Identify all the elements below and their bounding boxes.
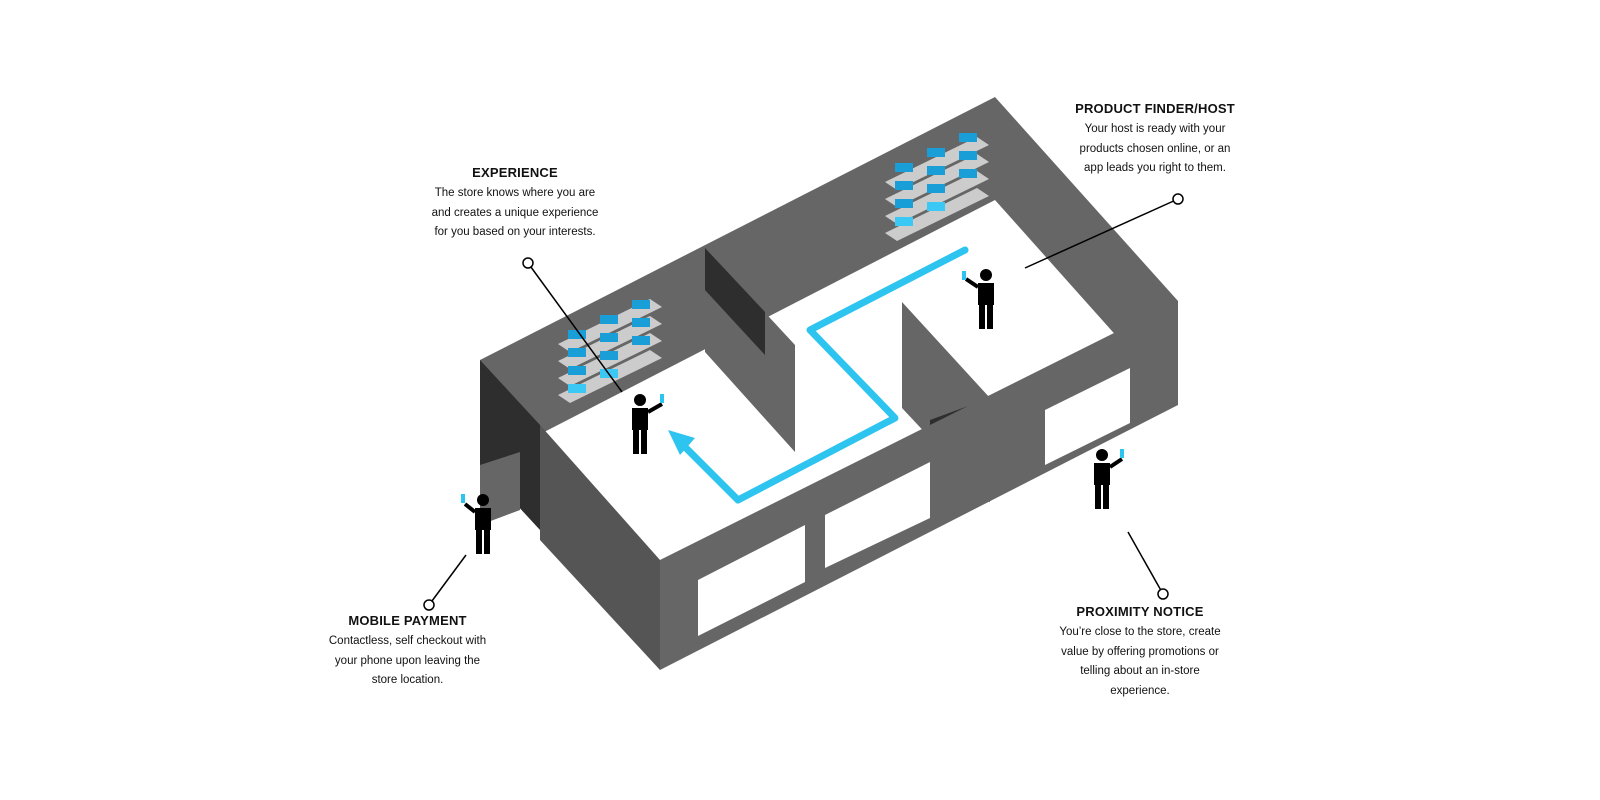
callout-line: store location. (371, 674, 444, 686)
callout-line: value by offering promotions or (1061, 645, 1219, 658)
leader-circle-icon (1172, 193, 1184, 205)
person-with-phone-icon (461, 494, 491, 554)
storefront-window-2 (825, 462, 930, 568)
person-with-phone-icon (1094, 449, 1124, 509)
callout-line: telling about an in-store (1080, 665, 1200, 677)
callout-line: app leads you right to them. (1084, 162, 1226, 174)
callout-title: MOBILE PAYMENT (348, 613, 467, 628)
callout-line: You’re close to the store, create (1059, 626, 1221, 638)
storefront-entrance (1045, 368, 1130, 465)
callout-line: products chosen online, or an (1079, 142, 1231, 155)
callout-title: PRODUCT FINDER/HOST (1075, 101, 1235, 116)
storefront-window-1 (698, 525, 805, 636)
callout-line: experience. (1110, 684, 1170, 697)
shelf-icon (885, 133, 989, 241)
customer-path (676, 246, 969, 504)
callout-title: PROXIMITY NOTICE (1076, 604, 1204, 619)
callout-line: your phone upon leaving the (334, 654, 481, 667)
callout-description: Contactless, self checkout with your pho… (315, 632, 500, 691)
callout-line: Your host is ready with your (1084, 123, 1226, 135)
front-left-pillar (480, 452, 520, 525)
callout-title: EXPERIENCE (472, 165, 558, 180)
path-arrow-icon (668, 430, 695, 455)
leader-circle-icon (522, 257, 534, 269)
leader-proximity-notice (1127, 531, 1169, 600)
callout-line: and creates a unique experience (431, 206, 599, 219)
person-with-phone-icon (632, 394, 664, 454)
front-left-wall (540, 425, 660, 670)
partition-wall-left-shadow (705, 248, 765, 355)
leader-circle-icon (1157, 588, 1169, 600)
callout-description: Your host is ready with your products ch… (1060, 120, 1250, 179)
left-wall (480, 360, 540, 530)
callout-product-finder: PRODUCT FINDER/HOST Your host is ready w… (1060, 101, 1250, 179)
callout-line: for you based on your interests. (434, 226, 596, 238)
store-floor (480, 97, 1178, 560)
callout-description: You’re close to the store, create value … (1045, 623, 1235, 701)
callout-line: Contactless, self checkout with (328, 635, 487, 647)
callout-experience: EXPERIENCE The store knows where you are… (420, 165, 610, 243)
person-with-phone-icon (962, 269, 994, 329)
callout-description: The store knows where you are and create… (420, 184, 610, 243)
callout-proximity-notice: PROXIMITY NOTICE You’re close to the sto… (1045, 604, 1235, 701)
leader-experience (522, 257, 623, 393)
callout-line: The store knows where you are (434, 187, 596, 199)
callout-mobile-payment: MOBILE PAYMENT Contactless, self checkou… (315, 613, 500, 691)
leader-circle-icon (423, 599, 435, 611)
leader-mobile-payment (423, 554, 467, 611)
leader-product-finder (1024, 193, 1184, 269)
